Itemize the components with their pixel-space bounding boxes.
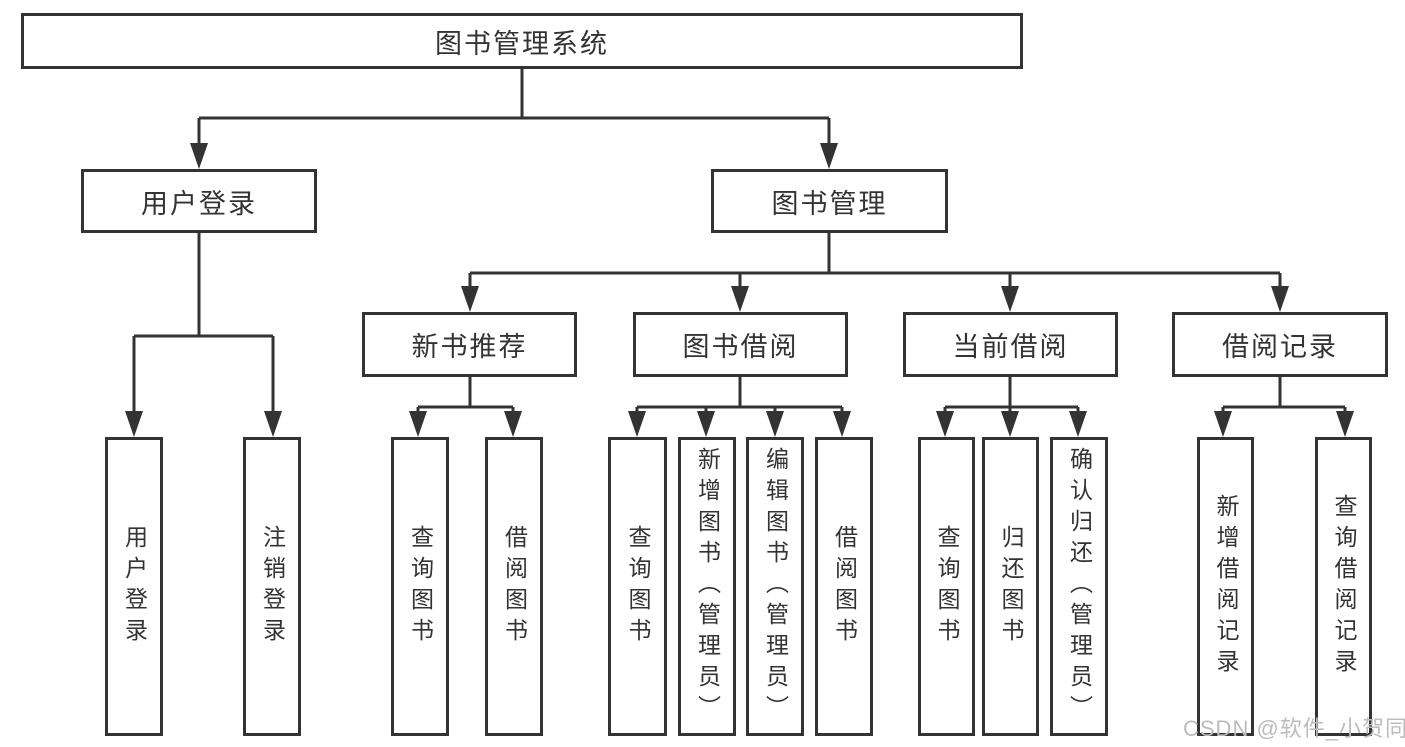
leaf-newbook-query-books: 查询图书 xyxy=(391,437,449,736)
csdn-watermark: CSDN @软件_小贺同学 xyxy=(1183,716,1405,741)
leaf-current-return-books: 归还图书 xyxy=(982,437,1039,736)
node-label: 查询图书 xyxy=(934,524,960,649)
node-label: 查询图书 xyxy=(625,524,651,649)
node-book-borrowing: 图书借阅 xyxy=(633,312,848,377)
node-current-borrowing: 当前借阅 xyxy=(903,312,1118,377)
node-label: 确认归还（管理员） xyxy=(1066,447,1093,726)
leaf-record-query-borrow-record: 查询借阅记录 xyxy=(1315,437,1372,736)
leaf-borrow-add-books-admin: 新增图书（管理员） xyxy=(678,437,736,736)
leaf-current-query-books: 查询图书 xyxy=(918,437,975,736)
leaf-borrow-edit-books-admin: 编辑图书（管理员） xyxy=(746,437,804,736)
node-label: 当前借阅 xyxy=(952,332,1069,362)
node-label: 图书管理系统 xyxy=(435,28,609,59)
node-label: 用户登录 xyxy=(121,524,148,649)
node-label: 查询图书 xyxy=(407,524,434,649)
leaf-borrow-query-books: 查询图书 xyxy=(608,437,667,736)
leaf-newbook-borrow-books: 借阅图书 xyxy=(485,437,543,736)
leaf-record-add-borrow-record: 新增借阅记录 xyxy=(1197,437,1254,736)
node-label: 注销登录 xyxy=(259,524,286,649)
node-library-management-system: 图书管理系统 xyxy=(21,13,1023,69)
node-label: 新增图书（管理员） xyxy=(694,447,721,726)
node-label: 图书管理 xyxy=(771,188,888,219)
node-label: 图书借阅 xyxy=(682,332,799,362)
leaf-user-login: 用户登录 xyxy=(105,437,163,736)
node-label: 新书推荐 xyxy=(411,332,528,362)
node-label: 借阅记录 xyxy=(1222,332,1338,362)
node-book-management: 图书管理 xyxy=(711,169,948,233)
node-label: 新增借阅记录 xyxy=(1213,493,1239,680)
node-user-login: 用户登录 xyxy=(81,169,317,233)
node-label: 用户登录 xyxy=(141,188,257,219)
leaf-current-confirm-return-admin: 确认归还（管理员） xyxy=(1050,437,1108,736)
node-new-book-recommend: 新书推荐 xyxy=(362,312,577,377)
node-label: 归还图书 xyxy=(998,524,1024,649)
node-label: 查询借阅记录 xyxy=(1331,493,1357,680)
node-label: 借阅图书 xyxy=(831,524,858,649)
node-label: 编辑图书（管理员） xyxy=(762,447,789,726)
leaf-logout: 注销登录 xyxy=(243,437,301,736)
node-borrowing-records: 借阅记录 xyxy=(1172,312,1388,377)
node-label: 借阅图书 xyxy=(501,524,528,649)
leaf-borrow-borrow-books: 借阅图书 xyxy=(815,437,873,736)
